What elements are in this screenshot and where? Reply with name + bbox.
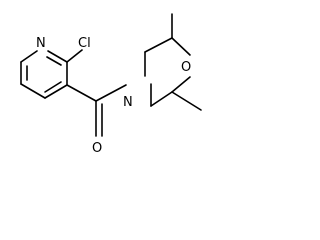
chlorine-label: Cl bbox=[78, 36, 91, 51]
double-bond-n1-c2 bbox=[46, 56, 62, 66]
bond-methyl-lower bbox=[171, 91, 202, 111]
bond-ch-ch2-lower bbox=[150, 91, 173, 107]
pyridine-nitrogen-label: N bbox=[36, 36, 46, 51]
double-bond-c3-c4 bbox=[44, 81, 62, 93]
bond-lines bbox=[20, 13, 202, 137]
bond-c3-carbonyl bbox=[66, 84, 97, 102]
bond-ch2-ch-upper bbox=[144, 37, 173, 53]
bond-o-ch-lower bbox=[171, 76, 191, 93]
atom-labels: N Cl O N O bbox=[36, 36, 191, 156]
bond-n1-c2 bbox=[47, 50, 68, 63]
carbonyl-oxygen-label: O bbox=[92, 141, 102, 156]
bond-c2-cl bbox=[66, 49, 83, 63]
bond-carbonyl-morpholine-n bbox=[95, 84, 127, 102]
bond-c6-n1 bbox=[20, 50, 38, 63]
bond-c3-c4 bbox=[44, 84, 68, 99]
structure-canvas: N Cl O N O bbox=[20, 13, 202, 156]
morpholine-oxygen-label: O bbox=[181, 60, 191, 75]
bond-c4-c5 bbox=[20, 83, 46, 99]
bond-ch-o-upper bbox=[171, 37, 191, 56]
morpholine-nitrogen-label: N bbox=[123, 95, 133, 110]
molecule-structure: N Cl O N O bbox=[20, 13, 202, 156]
